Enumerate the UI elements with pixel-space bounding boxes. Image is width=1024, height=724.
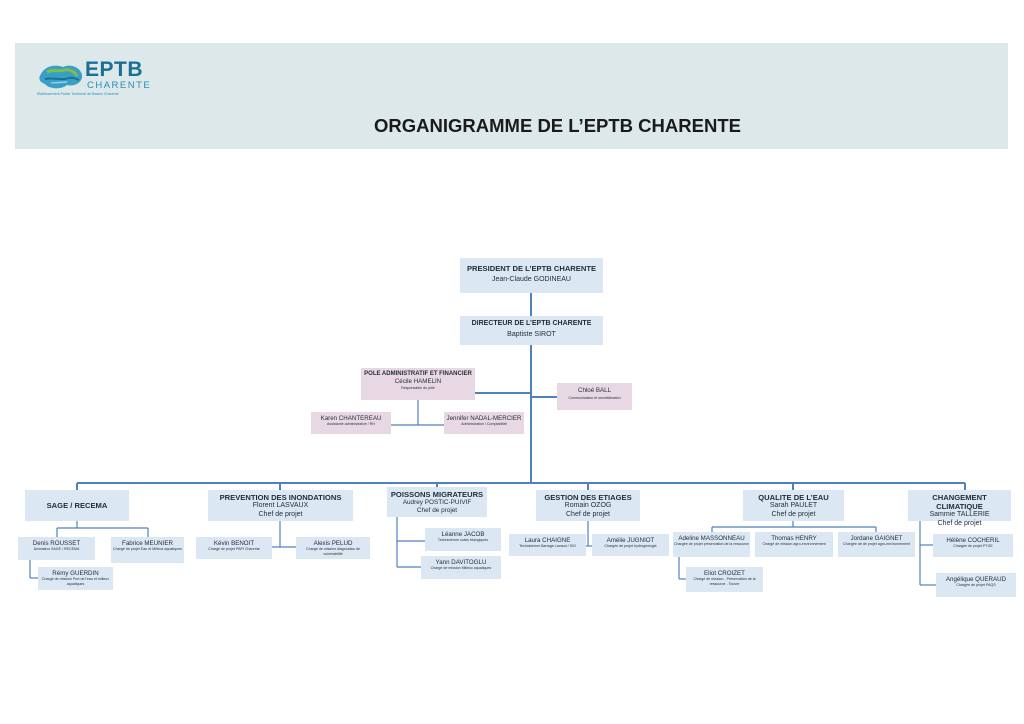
staff-name: Denis ROUSSET [32,540,81,547]
staff-role: Chargée de de projet agro-environnement [843,542,910,547]
staff-role: Technicienne Barrage Lavaud / SIG [519,544,576,549]
communication-box: Chloé BALL Communication et sensibilisat… [557,383,632,410]
staff-name: Jordane GAIGNET [850,535,903,542]
staff-role: Chargée de projet PAQS [956,583,996,588]
pole-qualite-title: QUALITE DE L’EAU [758,493,829,502]
staff-box: Laura CHAIGNE Technicienne Barrage Lavau… [509,534,586,556]
staff-name: Rémy GUERDIN [52,570,99,577]
pole-admin-box: POLE ADMINISTRATIF ET FINANCIER Cécile H… [361,368,475,400]
pole-prevention-role: Chef de projet [258,510,303,518]
pole-admin-role: Responsable du pôle [401,385,435,390]
staff-role: Technicienne suivis biologiques [437,538,489,543]
admin-member-box: Jennifer NADAL-MERCIER Administration / … [444,412,524,434]
admin-member-box: Karen CHANTEREAU Assistante administrati… [311,412,391,434]
staff-box: Angélique QUERAUD Chargée de projet PAQS [936,573,1016,597]
pole-qualite-role: Chef de projet [771,510,816,518]
staff-role: Animateur SAGE / RECEMA [33,547,80,552]
pole-climat-title: CHANGEMENT CLIMATIQUE [932,493,987,512]
pole-poissons-name: Audrey POSTIC-PUIVIF [402,499,472,507]
pole-etiages-role: Chef de projet [566,510,610,518]
staff-role: Chargé de mission Milieux aquatiques [430,566,492,571]
staff-name: Yann DAVITOGLU [435,559,487,566]
staff-name: Kévin BENOIT [213,540,255,547]
pole-poissons-box: POISSONS MIGRATEURS Audrey POSTIC-PUIVIF… [387,487,487,517]
logo-text: EPTB [85,58,144,81]
logo-tagline: Établissement Public Territorial de Bass… [37,92,119,96]
staff-role: Chargé de mission diagnostics de vulnéra… [306,547,360,557]
pole-admin-name: Cécile HAMELIN [394,378,442,386]
pole-qualite-name: Sarah PAULET [769,502,818,510]
president-title: PRESIDENT DE L’EPTB CHARENTE [466,264,597,273]
eptb-logo: EPTB CHARENTE Établissement Public Terri… [37,58,167,102]
staff-name: Laura CHAIGNE [524,537,571,544]
admin-member-name: Jennifer NADAL-MERCIER [446,415,522,422]
staff-box: Amélie JUGNIOT Chargée de projet hydrogé… [592,534,669,556]
staff-role: Chargé de mission Port de l'eau et milie… [41,577,110,587]
admin-member-role: Assistante administrative / RH [327,422,375,427]
logo-subtext: CHARENTE [87,80,152,91]
pole-climat-box: CHANGEMENT CLIMATIQUE Sammie TALLERIE Ch… [908,490,1011,527]
staff-box: Jordane GAIGNET Chargée de de projet agr… [838,532,915,557]
pole-admin-title: POLE ADMINISTRATIF ET FINANCIER [364,371,472,377]
staff-name: Angélique QUERAUD [945,576,1007,583]
page-title: ORGANIGRAMME DE L’EPTB CHARENTE [374,115,741,136]
staff-box: Adeline MASSONNEAU Chargée de projet pré… [673,532,750,557]
staff-box: Léanne JACOB Technicienne suivis biologi… [425,528,501,551]
president-box: PRESIDENT DE L’EPTB CHARENTE Jean-Claude… [460,258,603,293]
pole-prevention-box: PREVENTION DES INONDATIONS Florent LASVA… [208,490,353,521]
staff-name: Léanne JACOB [441,531,485,538]
pole-etiages-box: GESTION DES ETIAGES Romain OZOG Chef de … [536,490,640,521]
pole-poissons-title: POISSONS MIGRATEURS [390,490,484,499]
staff-box: Alexis PELUD Chargé de mission diagnosti… [296,537,370,559]
pole-prevention-title: PREVENTION DES INONDATIONS [219,493,342,502]
staff-box: Rémy GUERDIN Chargé de mission Port de l… [38,567,113,590]
staff-role: Chargée de projet préservation de la res… [673,542,750,547]
staff-role: Chargé de mission - Préservation de la r… [693,577,756,587]
staff-name: Adeline MASSONNEAU [678,535,745,542]
staff-name: Alexis PELUD [313,540,353,547]
staff-name: Hélène COCHERIL [946,537,1000,544]
pole-sage-title: SAGE / RECEMA [46,501,108,510]
pole-climat-role: Chef de projet [937,519,982,527]
pole-climat-name: Sammie TALLERIE [929,511,990,519]
staff-name: Fabrice MEUNIER [122,540,173,547]
communication-name: Chloé BALL [577,387,612,394]
header-banner: EPTB CHARENTE Établissement Public Terri… [15,43,1008,149]
director-name: Baptiste SIROT [507,331,556,339]
president-name: Jean-Claude GODINEAU [492,276,571,284]
pole-etiages-title: GESTION DES ETIAGES [544,493,632,502]
pole-etiages-name: Romain OZOG [564,502,612,510]
admin-member-name: Karen CHANTEREAU [320,415,382,422]
communication-role: Communication et sensibilisation [568,396,621,401]
staff-box: Denis ROUSSET Animateur SAGE / RECEMA [18,537,95,560]
director-title: DIRECTEUR DE L’EPTB CHARENTE [471,320,592,327]
staff-box: Eliot CROIZET Chargé de mission - Préser… [686,567,763,592]
staff-box: Thomas HENRY Chargé de mission agro-envi… [755,532,833,557]
staff-role: Chargé de mission agro-environnement [762,542,826,547]
pole-poissons-role: Chef de projet [416,506,458,514]
staff-role: Chargé de projet Eau et Milieux aquatiqu… [113,547,182,552]
staff-role: Chargée de projet PTGE [953,544,993,549]
staff-box: Hélène COCHERIL Chargée de projet PTGE [933,534,1013,557]
staff-box: Kévin BENOIT Chargé de projet PAPI Chare… [196,537,272,559]
pole-qualite-box: QUALITE DE L’EAU Sarah PAULET Chef de pr… [743,490,844,521]
pole-prevention-name: Florent LASVAUX [252,502,309,510]
admin-member-role: Administration / Comptabilité [461,422,507,427]
staff-name: Amélie JUGNIOT [606,537,655,544]
staff-role: Chargée de projet hydrogéologie [604,544,657,549]
staff-box: Fabrice MEUNIER Chargé de projet Eau et … [111,537,184,563]
staff-role: Chargé de projet PAPI Charente [208,547,260,552]
staff-box: Yann DAVITOGLU Chargé de mission Milieux… [421,556,501,579]
staff-name: Thomas HENRY [771,535,817,542]
map-logo-icon [39,65,83,89]
pole-sage-box: SAGE / RECEMA [25,490,129,521]
director-box: DIRECTEUR DE L’EPTB CHARENTE Baptiste SI… [460,316,603,345]
staff-name: Eliot CROIZET [704,570,745,577]
